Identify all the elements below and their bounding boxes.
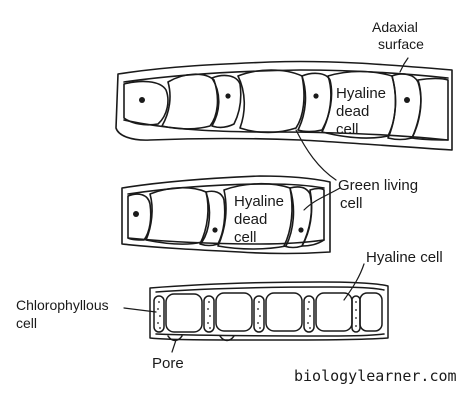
top-leaf-section [115, 60, 453, 151]
leader-adaxial [399, 57, 409, 73]
chlorophyllous-cells [153, 295, 361, 333]
pore-mark [219, 335, 235, 342]
nucleus-dot [212, 227, 218, 233]
label-chlorophyllous-line2: cell [16, 315, 37, 331]
middle-leaf-section [121, 175, 331, 255]
label-adaxial-line2: surface [378, 36, 424, 52]
nucleus-dot [139, 97, 145, 103]
leader-green-living-top [295, 129, 337, 181]
bottom-leaf-section [149, 281, 389, 342]
green-cell [283, 186, 313, 249]
labels: Adaxial surface Hyaline dead cell Green … [16, 19, 457, 385]
label-hyaline-cell: Hyaline cell [366, 249, 443, 266]
leader-hyaline-cell [343, 263, 365, 301]
label-green-living-line1: Green living [338, 177, 418, 194]
leader-lines [123, 57, 409, 353]
green-cell [211, 74, 242, 129]
label-hyaline-top-line2: dead [336, 103, 369, 120]
nucleus-dot [298, 227, 304, 233]
green-cell [297, 72, 333, 133]
nucleus-dot [404, 97, 410, 103]
chloroplast-dots [157, 301, 357, 329]
label-chlorophyllous-line1: Chlorophyllous [16, 297, 109, 313]
leader-pore [171, 339, 177, 353]
pore-mark [167, 335, 183, 342]
label-hyaline-mid-line1: Hyaline [234, 193, 284, 210]
leader-green-living-mid [303, 187, 341, 211]
nucleus-dot [313, 93, 319, 99]
green-cell [123, 80, 169, 126]
watermark-text: biologylearner.com [294, 367, 457, 385]
nucleus-dot [225, 93, 231, 99]
label-hyaline-top-line3: cell [336, 121, 359, 138]
nucleus-dot [133, 211, 139, 217]
label-green-living-line2: cell [340, 195, 363, 212]
green-cell [127, 193, 152, 241]
label-hyaline-mid-line3: cell [234, 229, 257, 246]
label-hyaline-mid-line2: dead [234, 211, 267, 228]
leader-chlorophyllous [123, 307, 157, 313]
label-pore: Pore [152, 355, 184, 372]
label-adaxial-line1: Adaxial [372, 19, 418, 35]
label-hyaline-top-line1: Hyaline [336, 85, 386, 102]
